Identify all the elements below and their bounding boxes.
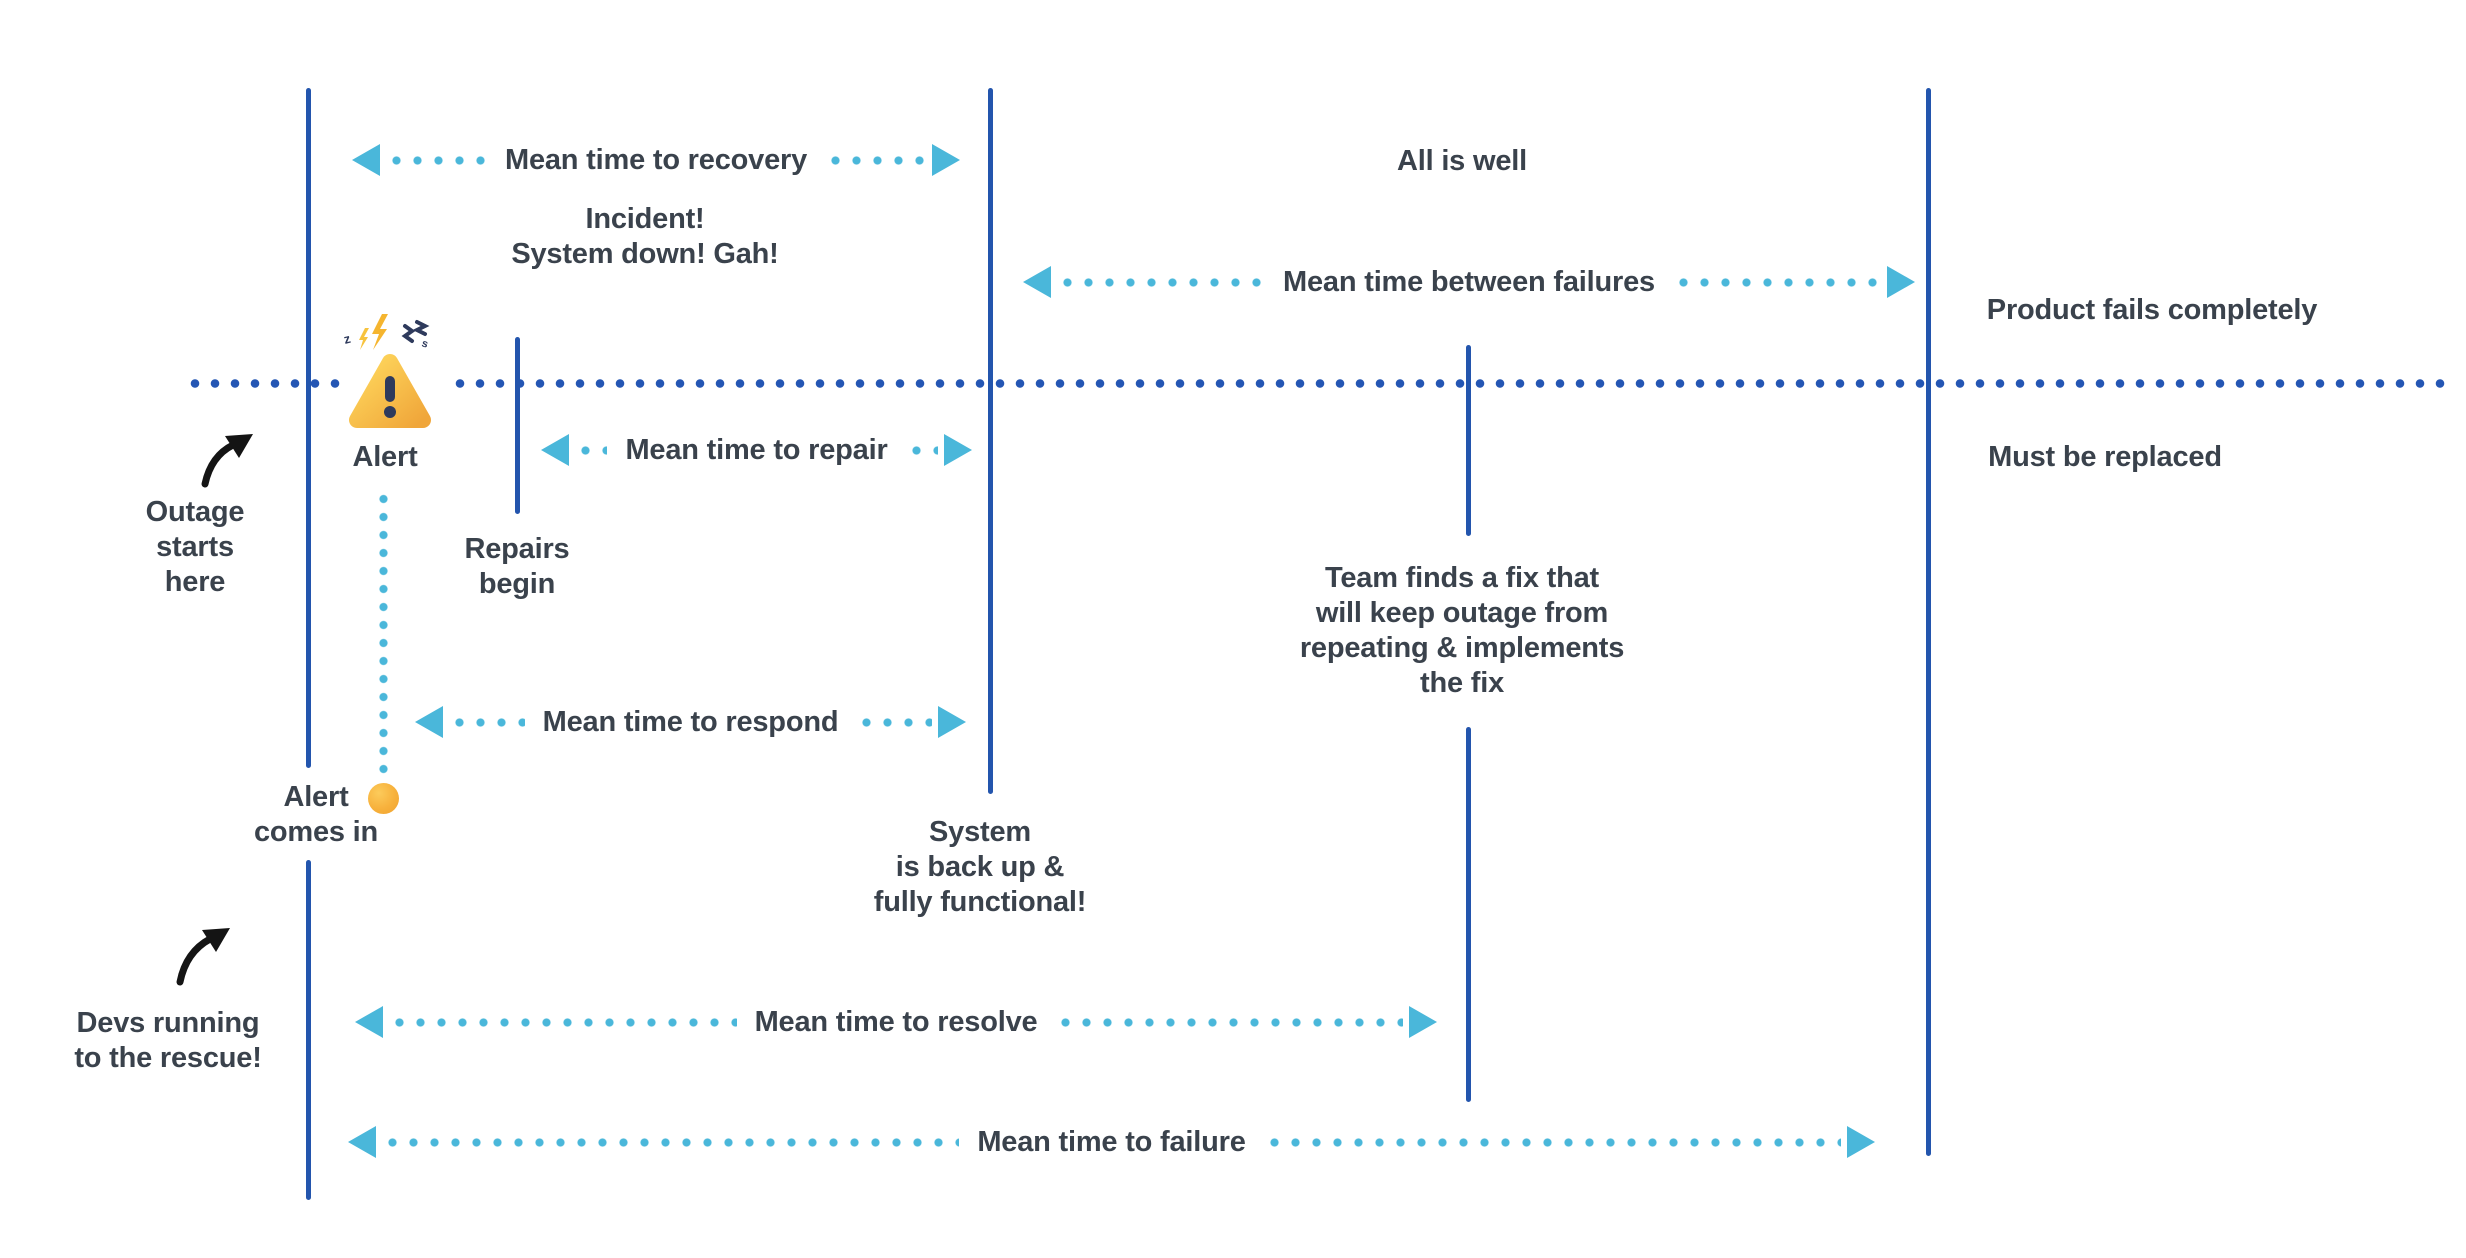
team-fix-note: Team finds a fix that will keep outage f… [1299,562,1625,699]
curved-arrow-icon [176,928,230,986]
dotted-segment [386,155,487,165]
team-fix-tick-lower [1466,727,1471,1102]
metric-label: Mean time to repair [625,433,888,466]
warning-triangle-icon: z s [342,314,431,428]
dotted-segment [449,717,525,727]
frazzle-z-icon: z [342,331,352,347]
metric-label: Mean time to recovery [504,143,808,176]
product-fails-note: Product fails completely [1986,294,2318,326]
metric-mean-time-to-resolve: Mean time to resolve [355,1006,1437,1038]
arrowhead-left-icon [1023,266,1051,298]
timeline-dotted-line-right [450,379,2445,388]
all-is-well-note: All is well [1397,145,1527,177]
timeline-dotted-line-left [185,379,342,388]
repairs-begin-tick [515,337,520,514]
metric-mean-time-between-failures: Mean time between failures [1023,265,1916,298]
product-fails-line [1926,88,1931,1156]
curved-arrow-icon [201,434,253,488]
system-back-up-line [988,88,993,794]
arrowhead-left-icon [415,706,443,738]
metric-label: Mean time to resolve [754,1005,1038,1038]
arrowhead-right-icon [1887,266,1916,298]
dotted-segment [825,155,926,165]
must-be-replaced-note: Must be replaced [1988,441,2222,473]
devs-running-note: Devs running to the rescue! [74,1007,262,1074]
orange-dot-icon [368,783,399,814]
team-fix-tick-upper [1466,345,1471,536]
arrowhead-right-icon [1847,1126,1875,1158]
metric-mean-time-to-failure: Mean time to failure [348,1126,1875,1158]
metric-label: Mean time to respond [542,705,839,738]
alert-label: Alert [352,441,418,473]
metric-mean-time-to-recovery: Mean time to recovery [352,144,960,176]
dotted-segment [575,445,608,455]
frazzle-zigzag-icon [401,324,416,343]
arrowhead-right-icon [944,434,973,466]
system-back-up-note: System is back up & fully functional! [873,816,1087,918]
alert-dotted-connector [379,490,388,775]
frazzle-zigzag-icon [412,320,430,336]
arrowhead-left-icon [541,434,569,466]
dotted-segment [389,1017,737,1027]
arrowhead-left-icon [352,144,380,176]
outage-start-line-upper [306,88,311,768]
dotted-segment [1672,277,1882,287]
arrowhead-right-icon [938,706,967,738]
dotted-segment [1055,1017,1403,1027]
arrowhead-left-icon [348,1126,376,1158]
arrowhead-right-icon [1409,1006,1437,1038]
metric-label: Mean time to failure [977,1125,1246,1158]
outage-start-line-lower [306,860,311,1200]
outage-starts-here-note: Outage starts here [145,496,245,598]
metric-mean-time-to-repair: Mean time to repair [541,433,973,466]
dotted-segment [1057,277,1266,287]
lightning-bolt-small-icon [359,328,369,350]
dotted-segment [382,1137,960,1147]
arrowhead-left-icon [355,1006,383,1038]
dotted-segment [905,445,939,455]
metric-mean-time-to-respond: Mean time to respond [415,705,967,738]
dotted-segment [1263,1137,1841,1147]
metric-label: Mean time between failures [1283,265,1655,298]
lightning-bolt-icon [372,314,388,350]
dotted-segment [856,717,933,727]
repairs-begin-note: Repairs begin [464,533,570,600]
frazzle-z-icon: s [420,337,430,350]
arrowhead-right-icon [932,144,960,176]
alert-comes-in-note: Alert comes in [253,781,379,848]
incident-note: Incident! System down! Gah! [511,203,779,270]
